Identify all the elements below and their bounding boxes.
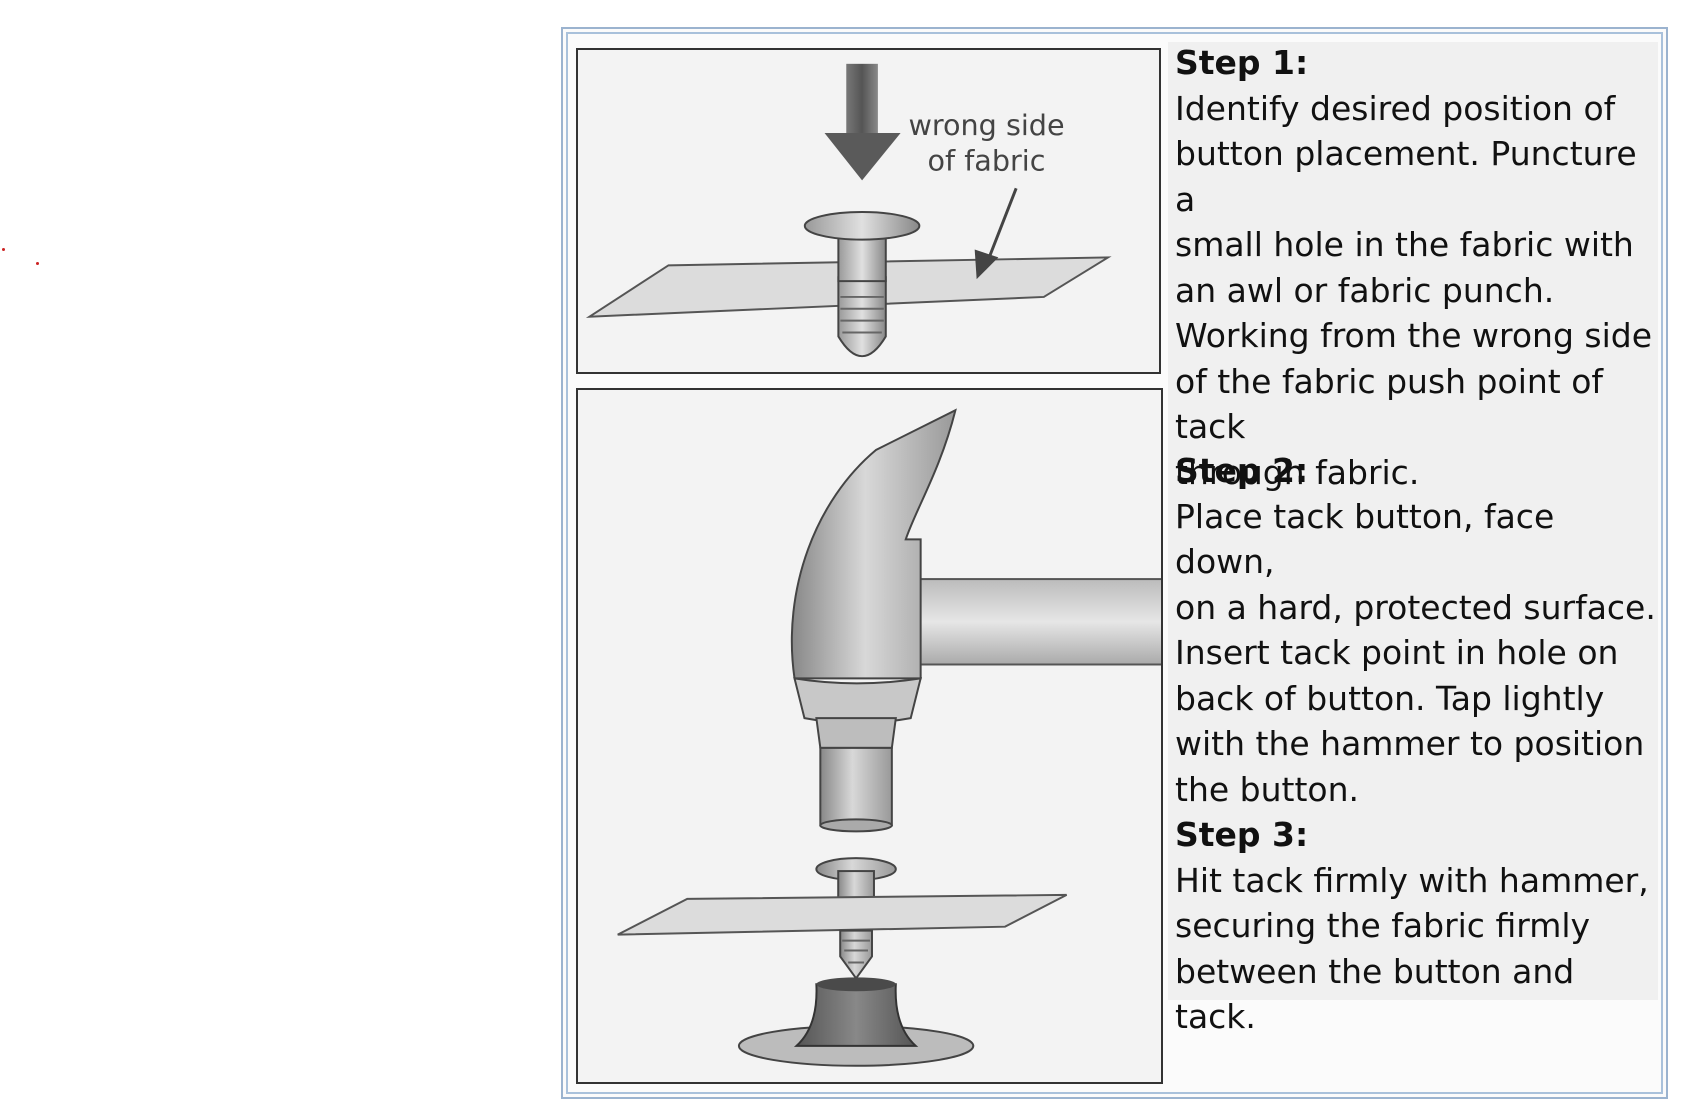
step-1-line: through fabric. (1175, 452, 1420, 492)
step2-3-illustration (576, 388, 1163, 1084)
down-arrow-icon (824, 63, 901, 181)
step-3-line: securing the fabric firmly (1175, 906, 1591, 945)
fabric-sheet (617, 893, 1068, 936)
step1-illustration: wrong side of fabric (576, 48, 1161, 374)
svg-text:of fabric: of fabric (928, 144, 1046, 178)
svg-text:wrong side: wrong side (908, 108, 1064, 142)
step-3-title: Step 3: (1175, 815, 1309, 854)
step-3: Step 3: Hit tack firmly with hammer, sec… (1175, 812, 1660, 1040)
step-1-line: of the fabric push point of tack (1175, 361, 1604, 447)
step-3-line: between the button and tack. (1175, 951, 1575, 1037)
tack-icon (803, 211, 921, 357)
instructions-background (1168, 42, 1658, 1000)
stray-dot (36, 262, 39, 265)
figure-frame-inner (566, 32, 1663, 1094)
step-2-title: Step 2: (1175, 451, 1309, 490)
step-2-line: Insert tack point in hole on (1175, 633, 1619, 672)
tack-point-icon (839, 929, 873, 981)
step-2-line: with the hammer to position (1175, 724, 1645, 763)
step-3-line: Hit tack firmly with hammer, (1175, 860, 1649, 900)
step-1-line: small hole in the fabric with (1175, 225, 1634, 264)
step-2: Step 2: Place tack button, face down, on… (1175, 448, 1660, 812)
step-1-line: an awl or fabric punch. (1175, 270, 1555, 310)
button-base-icon (737, 977, 975, 1067)
step-1: Step 1: Identify desired position of but… (1175, 40, 1660, 495)
step-2-line: the button. (1175, 769, 1359, 809)
step-2-line: Place tack button, face down, (1175, 496, 1555, 582)
stray-dot (2, 248, 5, 251)
pointer-arrow-icon (974, 187, 1018, 280)
step-2-line: back of button. Tap lightly (1175, 678, 1605, 718)
step-1-line: Identify desired position of (1175, 88, 1616, 128)
step-1-line: Working from the wrong side (1175, 316, 1653, 355)
step-2-line: on a hard, protected surface. (1175, 587, 1656, 627)
step-1-title: Step 1: (1175, 43, 1309, 82)
wrong-side-label: wrong side of fabric (908, 108, 1064, 178)
hammer-icon (790, 408, 1161, 833)
step-1-line: button placement. Puncture a (1175, 134, 1637, 219)
